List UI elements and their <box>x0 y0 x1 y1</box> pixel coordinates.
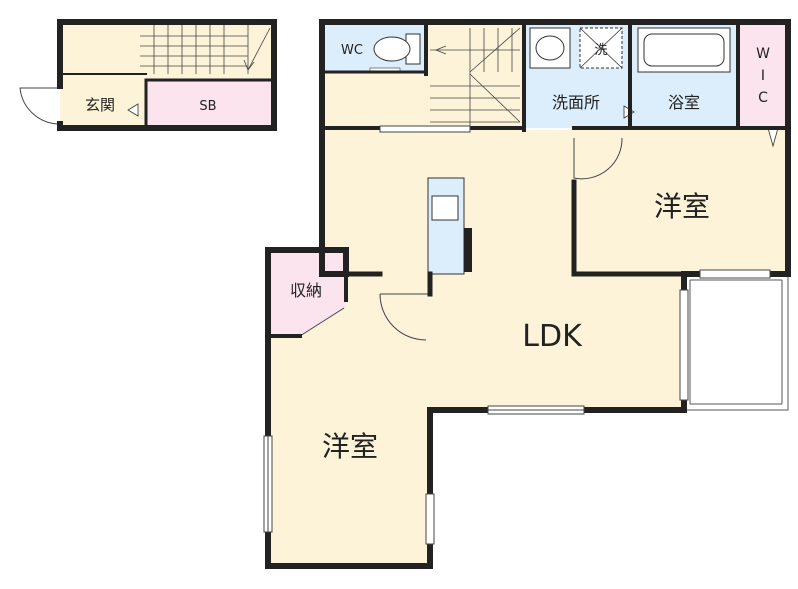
room-label-ldk: LDK <box>522 319 583 354</box>
stairs-main <box>430 27 521 126</box>
room-label-genkan: 玄関 <box>85 96 115 114</box>
room-label-wic-c: C <box>758 90 768 106</box>
room-label-sb: SB <box>199 99 216 114</box>
room-label-yoshitsu-right: 洋室 <box>654 190 710 223</box>
room-label-wc: WC <box>341 43 363 58</box>
sb-storage <box>146 80 272 126</box>
wic-room <box>738 22 788 128</box>
door-swings <box>19 87 623 341</box>
toilet-fixture <box>369 33 421 73</box>
kitchen-counter <box>427 177 472 275</box>
room-label-yoshitsu-left: 洋室 <box>322 430 378 463</box>
room-label-wic-i: I <box>761 68 765 84</box>
yoshitsu-right-floor <box>574 130 788 274</box>
bathtub-fixture <box>637 27 731 73</box>
room-label-senmenjo: 洗面所 <box>552 93 600 112</box>
door-markers <box>127 103 779 148</box>
wash-basin-fixture <box>529 27 571 69</box>
room-label-wic-w: W <box>756 46 770 62</box>
stairs-entrance <box>140 24 271 74</box>
walls <box>57 19 791 569</box>
balcony <box>683 273 789 411</box>
room-label-shuno: 収納 <box>290 281 322 300</box>
stair-area <box>426 22 524 130</box>
washer-fixture <box>579 27 623 69</box>
ldk-floor <box>322 130 684 410</box>
room-label-yokushitsu: 浴室 <box>668 93 700 112</box>
windows <box>263 125 771 545</box>
washer-mark: 洗 <box>594 43 607 58</box>
